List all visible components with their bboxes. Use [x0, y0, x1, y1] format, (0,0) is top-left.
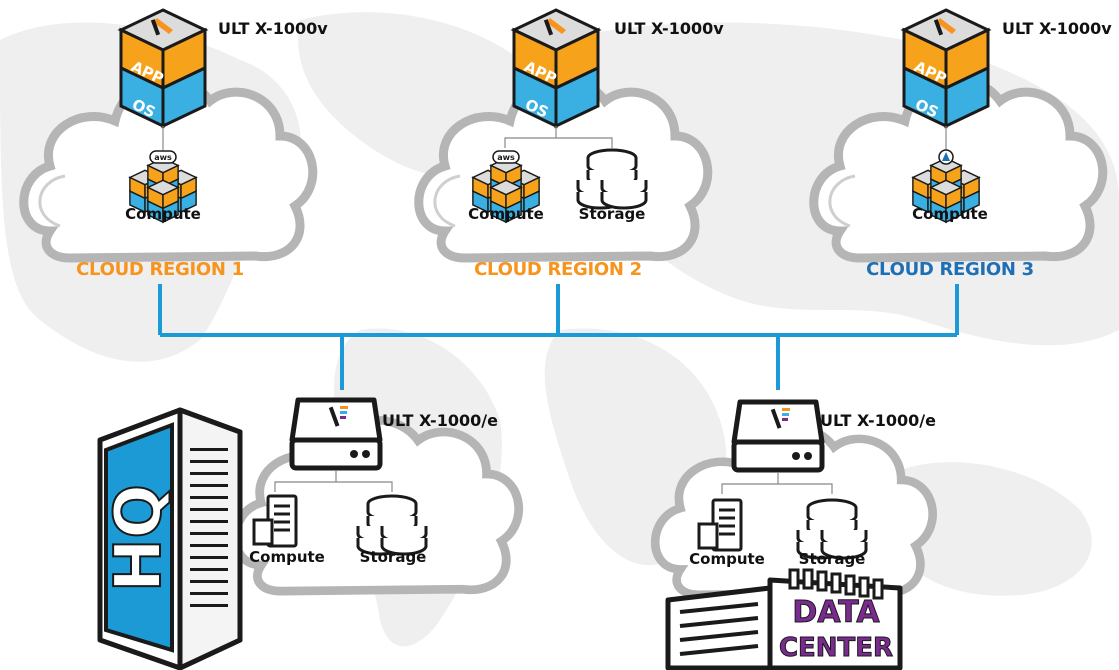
appliance-label-region-3: ULT X-1000v	[1002, 19, 1112, 38]
resource-storage-label: Storage	[579, 205, 646, 223]
appliance-region-2[interactable]: APP OS	[512, 8, 600, 128]
region-3-title: CLOUD REGION 3	[866, 259, 1034, 280]
appliance-label-region-1: ULT X-1000v	[218, 19, 328, 38]
resource-storage-label: Storage	[360, 548, 427, 566]
azure-icon	[942, 152, 950, 161]
compute-icon[interactable]: aws	[473, 150, 539, 222]
cloud-region-1	[24, 80, 313, 258]
appliance-region-3[interactable]: APP OS	[902, 8, 990, 128]
region-1-title: CLOUD REGION 1	[76, 259, 244, 280]
datacenter-label-line2: CENTER	[779, 633, 893, 663]
appliance-label-region-2: ULT X-1000v	[614, 19, 724, 38]
hq-building-icon: HQ	[97, 407, 243, 670]
compute-icon[interactable]: aws	[130, 150, 196, 222]
storage-icon[interactable]	[576, 148, 648, 210]
storage-icon[interactable]	[356, 494, 428, 556]
appliance-hq[interactable]	[292, 400, 380, 468]
appliance-label-hq: ULT X-1000/e	[382, 411, 498, 430]
datacenter-building-icon: DATA CENTER	[665, 568, 903, 670]
resource-compute-label: Compute	[689, 550, 765, 568]
appliance-region-1[interactable]: APP OS	[119, 8, 207, 128]
resource-compute-label: Compute	[249, 548, 325, 566]
aws-icon: aws	[497, 153, 515, 162]
cloud-region-3	[814, 80, 1103, 258]
resource-compute-label: Compute	[125, 205, 201, 223]
appliance-datacenter[interactable]	[734, 402, 822, 470]
compute-icon[interactable]	[913, 149, 979, 222]
resource-compute-label: Compute	[912, 205, 988, 223]
appliance-label-datacenter: ULT X-1000/e	[820, 411, 936, 430]
network-links	[158, 284, 959, 390]
datacenter-label-line1: DATA	[792, 595, 880, 630]
aws-icon: aws	[154, 153, 172, 162]
cloud-region-2	[419, 80, 708, 258]
resource-compute-label: Compute	[468, 205, 544, 223]
hq-label: HQ	[102, 484, 176, 592]
region-2-title: CLOUD REGION 2	[474, 259, 642, 280]
resource-storage-label: Storage	[799, 550, 866, 568]
